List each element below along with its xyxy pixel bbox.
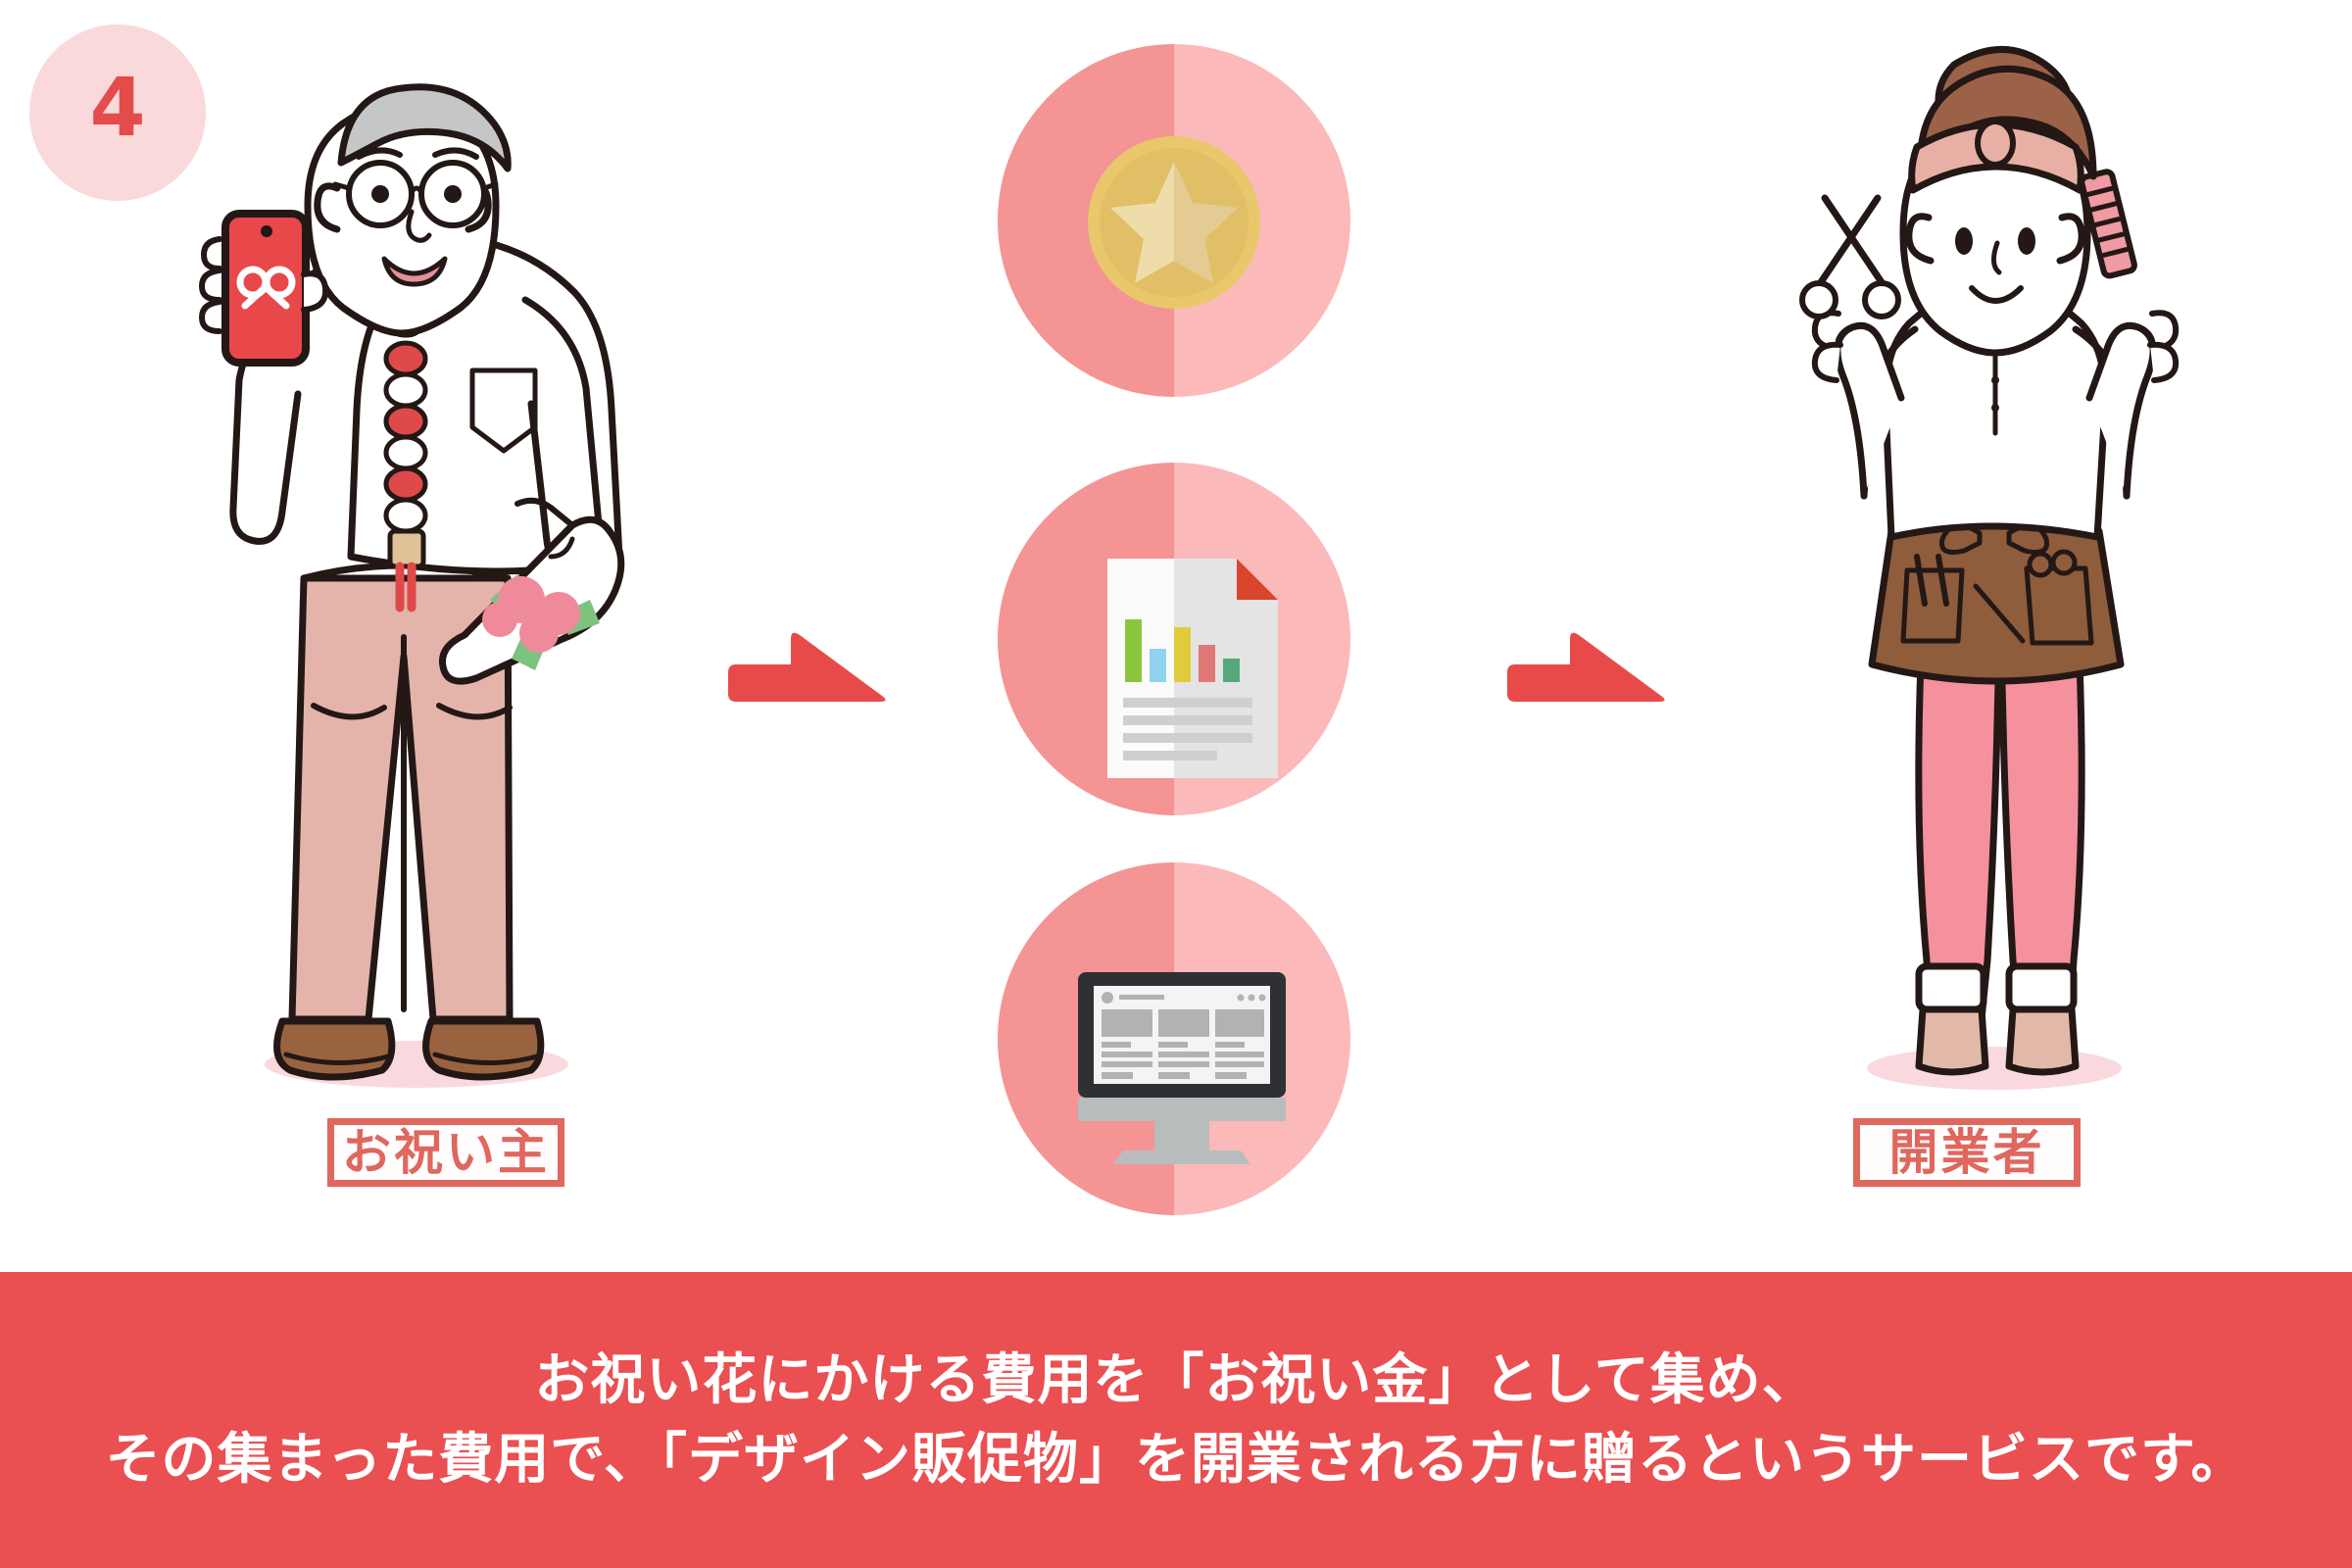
arrow-right-icon — [728, 632, 886, 702]
step-number-text: 4 — [89, 62, 146, 155]
figure-celebration-sponsor — [176, 29, 647, 1117]
arrow-right-icon — [1507, 632, 1665, 702]
arrow-step-2 — [1499, 627, 1666, 720]
icon-circle-design-material — [998, 463, 1350, 815]
role-label-founder-text: 開業者 — [1888, 1124, 2045, 1181]
hair-stylist-illustration — [1799, 46, 2180, 1090]
icon-circle-website — [998, 862, 1350, 1215]
desktop-website-icon — [1078, 972, 1286, 1164]
icon-circle-donation — [998, 44, 1350, 397]
step-number-badge: 4 — [29, 24, 206, 201]
arrow-step-1 — [720, 627, 887, 720]
report-document-chart-icon — [1107, 559, 1278, 778]
bottom-description-banner: お祝い花にかける費用を「お祝い金」として集め、 その集まった費用で、「デザイン販… — [0, 1272, 2352, 1568]
gold-coin-star-icon — [1088, 136, 1260, 309]
banner-line-1: お祝い花にかける費用を「お祝い金」として集め、 — [534, 1348, 1818, 1412]
role-label-sponsor: お祝い主 — [327, 1118, 564, 1187]
figure-business-founder — [1784, 29, 2205, 1117]
older-man-illustration — [199, 83, 625, 1088]
role-label-sponsor-text: お祝い主 — [342, 1124, 550, 1181]
banner-line-2: その集まった費用で、「デザイン販促物」を開業される方に贈るというサービスです。 — [105, 1428, 2247, 1492]
role-label-founder: 開業者 — [1853, 1118, 2081, 1187]
